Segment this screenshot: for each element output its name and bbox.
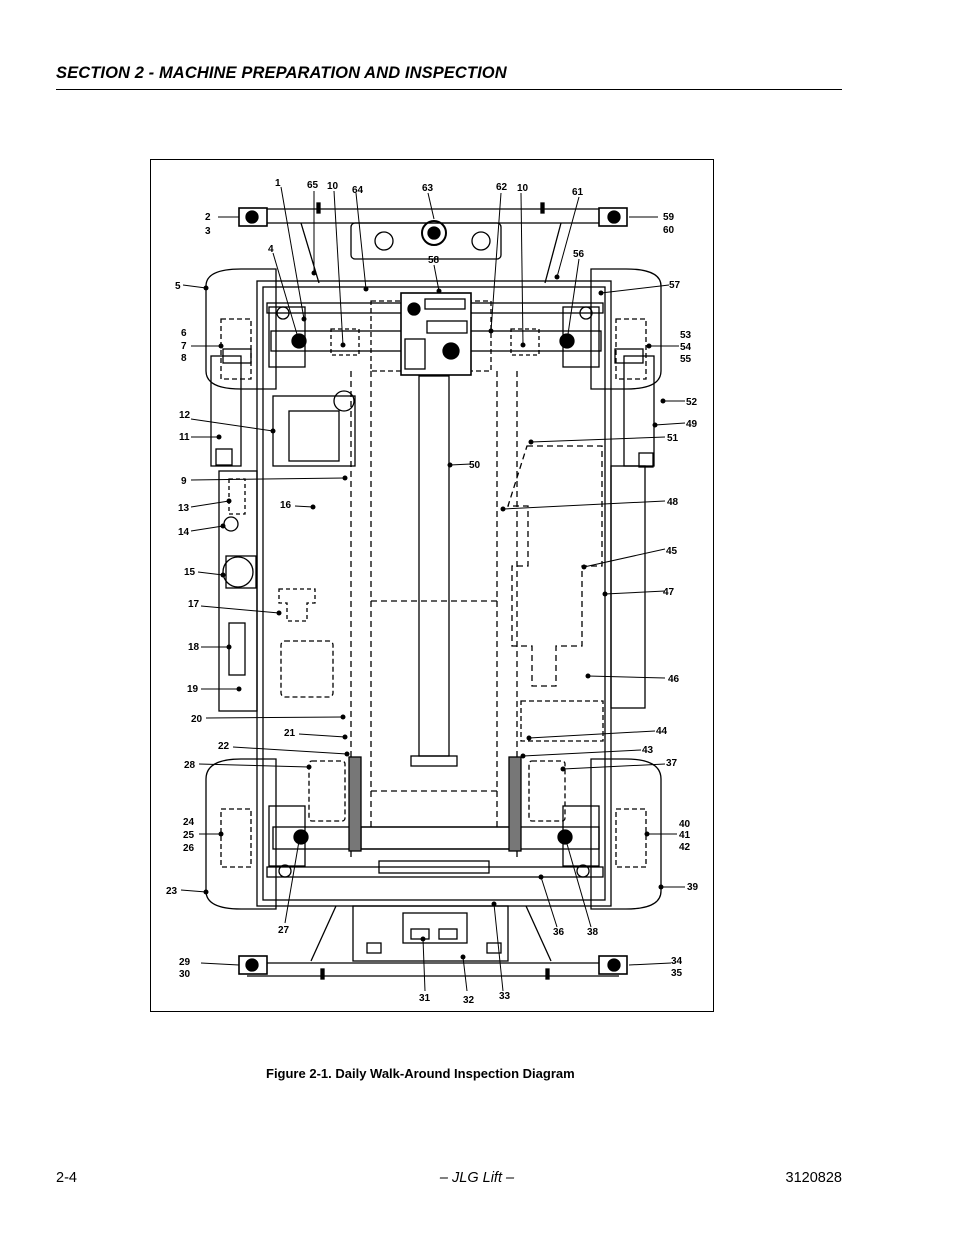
- callout-11: 11: [179, 432, 190, 443]
- center-mast: [348, 300, 522, 861]
- callout-52: 52: [686, 397, 698, 408]
- callout-18: 18: [188, 642, 200, 653]
- callout-24: 24: [183, 817, 195, 828]
- callout-61: 61: [572, 187, 584, 198]
- callout-17: 17: [188, 599, 200, 610]
- callout-dots: [203, 270, 666, 960]
- document-number: 3120828: [785, 1170, 842, 1186]
- compartments: [222, 395, 604, 822]
- callout-65: 65: [307, 180, 319, 191]
- header-divider: [56, 89, 842, 90]
- callout-60: 60: [663, 225, 675, 236]
- callout-12: 12: [179, 410, 191, 421]
- callout-labels: 1 65 10 64 63 62 10 61 2 3 59 60 4 58 56…: [166, 178, 699, 1006]
- callout-51: 51: [667, 433, 679, 444]
- callout-32: 32: [463, 995, 475, 1006]
- callout-33: 33: [499, 991, 511, 1002]
- callout-49: 49: [686, 419, 698, 430]
- callout-46: 46: [668, 674, 680, 685]
- callout-45: 45: [666, 546, 678, 557]
- callout-36: 36: [553, 927, 565, 938]
- inspection-diagram: 1 65 10 64 63 62 10 61 2 3 59 60 4 58 56…: [150, 159, 714, 1012]
- callout-25: 25: [183, 830, 195, 841]
- callout-19: 19: [187, 684, 199, 695]
- callout-34: 34: [671, 956, 683, 967]
- section-title: SECTION 2 - MACHINE PREPARATION AND INSP…: [56, 64, 507, 82]
- ground-control-box: [400, 292, 472, 376]
- callout-15: 15: [184, 567, 196, 578]
- callout-29: 29: [179, 957, 191, 968]
- tires: [205, 268, 662, 910]
- callout-leaders: [180, 186, 686, 992]
- callout-1: 1: [275, 178, 281, 189]
- callout-35: 35: [671, 968, 683, 979]
- callout-23: 23: [166, 886, 178, 897]
- callout-37: 37: [666, 758, 678, 769]
- callout-54: 54: [680, 342, 692, 353]
- rear-axle: [266, 805, 604, 878]
- callout-5: 5: [175, 281, 181, 292]
- callout-26: 26: [183, 843, 195, 854]
- callout-40: 40: [679, 819, 691, 830]
- callout-38: 38: [587, 927, 599, 938]
- callout-22: 22: [218, 741, 230, 752]
- front-bumper-bar: [247, 202, 619, 284]
- callout-20: 20: [191, 714, 203, 725]
- page-number: 2-4: [56, 1170, 77, 1186]
- callout-47: 47: [663, 587, 675, 598]
- callout-7: 7: [181, 341, 187, 352]
- callout-50: 50: [469, 460, 481, 471]
- callout-27: 27: [278, 925, 290, 936]
- callout-9: 9: [181, 476, 187, 487]
- callout-6: 6: [181, 328, 187, 339]
- callout-2: 2: [205, 212, 211, 223]
- callout-43: 43: [642, 745, 654, 756]
- callout-58: 58: [428, 255, 440, 266]
- callout-13: 13: [178, 503, 190, 514]
- callout-63: 63: [422, 183, 434, 194]
- callout-53: 53: [680, 330, 692, 341]
- callout-31: 31: [419, 993, 431, 1004]
- callout-57: 57: [669, 280, 681, 291]
- callout-64: 64: [352, 185, 364, 196]
- callout-42: 42: [679, 842, 691, 853]
- callout-59: 59: [663, 212, 675, 223]
- callout-56: 56: [573, 249, 585, 260]
- callout-44: 44: [656, 726, 668, 737]
- rear-bumper-bar: [238, 905, 628, 980]
- callout-3: 3: [205, 226, 211, 237]
- figure-caption: Figure 2-1. Daily Walk-Around Inspection…: [266, 1066, 575, 1081]
- callout-4: 4: [268, 244, 274, 255]
- footer-publisher: – JLG Lift –: [439, 1170, 515, 1186]
- callout-30: 30: [179, 969, 191, 980]
- callout-21: 21: [284, 728, 296, 739]
- callout-41: 41: [679, 830, 691, 841]
- callout-55: 55: [680, 354, 692, 365]
- callout-28: 28: [184, 760, 196, 771]
- callout-62: 62: [496, 182, 508, 193]
- callout-14: 14: [178, 527, 190, 538]
- callout-10b: 10: [517, 183, 529, 194]
- callout-48: 48: [667, 497, 679, 508]
- chassis-drawing: 1 65 10 64 63 62 10 61 2 3 59 60 4 58 56…: [166, 178, 699, 1006]
- callout-10: 10: [327, 181, 339, 192]
- callout-16: 16: [280, 500, 292, 511]
- callout-39: 39: [687, 882, 699, 893]
- callout-8: 8: [181, 353, 187, 364]
